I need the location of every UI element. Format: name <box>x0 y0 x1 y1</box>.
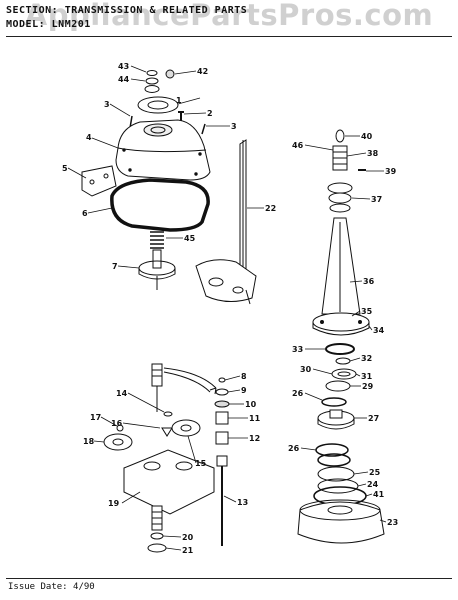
issue-date-value: 4/90 <box>73 582 95 592</box>
callout-37: 37 <box>371 195 382 204</box>
callout-32: 32 <box>361 354 372 363</box>
callout-21: 21 <box>182 546 194 555</box>
callout-39: 39 <box>385 167 397 176</box>
model-label: MODEL: <box>6 19 46 30</box>
callout-43: 43 <box>118 62 129 71</box>
callout-25: 25 <box>369 468 381 477</box>
callout-44: 44 <box>118 75 130 84</box>
issue-date-label: Issue Date: <box>8 582 68 592</box>
callout-1: 1 <box>176 96 182 105</box>
callout-3b: 3 <box>231 122 237 131</box>
callout-16: 16 <box>111 419 123 428</box>
model-line: MODEL: LNM201 <box>6 18 452 32</box>
leader-lines <box>67 65 387 551</box>
callout-46: 46 <box>292 141 304 150</box>
callout-10: 10 <box>245 400 257 409</box>
callout-34: 34 <box>373 326 385 335</box>
callout-8: 8 <box>241 372 247 381</box>
callout-2: 2 <box>207 109 213 118</box>
callout-31: 31 <box>361 372 373 381</box>
footer-rule <box>6 578 452 579</box>
transmission-gear-assembly <box>103 363 230 553</box>
callout-24: 24 <box>367 480 379 489</box>
model-value: LNM201 <box>51 19 91 30</box>
callout-38: 38 <box>367 149 379 158</box>
callout-3a: 3 <box>104 100 110 109</box>
callout-23: 23 <box>387 518 398 527</box>
callout-20: 20 <box>182 533 194 542</box>
callout-7: 7 <box>112 262 118 271</box>
callout-27: 27 <box>368 414 379 423</box>
callout-18: 18 <box>83 437 95 446</box>
callout-15: 15 <box>195 459 207 468</box>
callout-26b: 26 <box>292 389 304 398</box>
agitator-shaft-assembly <box>297 129 385 544</box>
callout-11: 11 <box>249 414 261 423</box>
callout-29: 29 <box>362 382 374 391</box>
issue-date-line: Issue Date: 4/90 <box>8 582 95 592</box>
callout-35: 35 <box>361 307 373 316</box>
callout-5: 5 <box>62 164 68 173</box>
section-line: SECTION: TRANSMISSION & RELATED PARTS <box>6 4 452 18</box>
callout-9: 9 <box>241 386 247 395</box>
section-label: SECTION: <box>6 5 59 16</box>
callout-22: 22 <box>265 204 276 213</box>
callout-6: 6 <box>82 209 88 218</box>
callout-45: 45 <box>184 234 196 243</box>
callout-42: 42 <box>197 67 208 76</box>
callout-30: 30 <box>300 365 312 374</box>
callout-17: 17 <box>90 413 101 422</box>
callout-33: 33 <box>292 345 303 354</box>
callout-41: 41 <box>373 490 385 499</box>
callout-14: 14 <box>116 389 128 398</box>
callout-13: 13 <box>237 498 248 507</box>
page-header: SECTION: TRANSMISSION & RELATED PARTS MO… <box>6 4 452 32</box>
callout-40: 40 <box>361 132 373 141</box>
section-value: TRANSMISSION & RELATED PARTS <box>64 5 248 16</box>
callout-12: 12 <box>249 434 260 443</box>
callout-36: 36 <box>363 277 375 286</box>
callout-4: 4 <box>86 133 92 142</box>
header-rule <box>6 36 452 37</box>
callouts: 1 2 3 3 4 5 6 7 8 9 10 11 12 13 14 15 16… <box>62 62 398 555</box>
callout-26a: 26 <box>288 444 300 453</box>
gear-case-assembly <box>81 69 257 305</box>
callout-19: 19 <box>108 499 120 508</box>
